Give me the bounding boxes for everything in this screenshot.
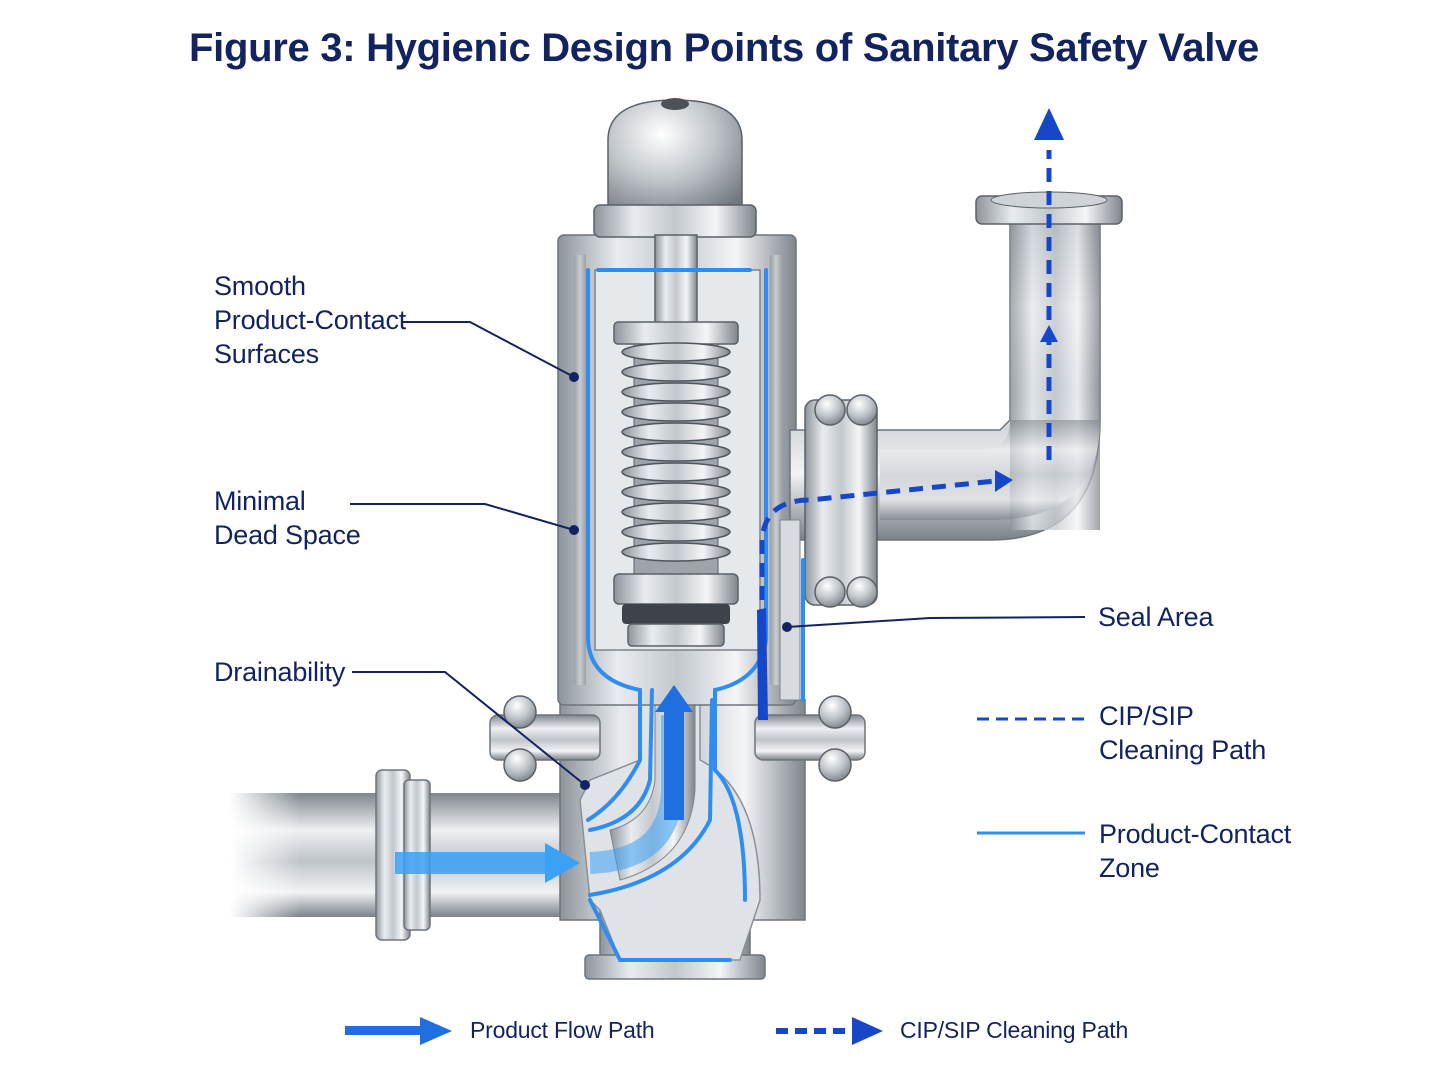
spring-assembly bbox=[613, 321, 739, 647]
figure-title: Figure 3: Hygienic Design Points of Sani… bbox=[189, 26, 1259, 70]
callout-drainability: Drainability bbox=[214, 657, 346, 687]
spring-coil bbox=[621, 362, 731, 382]
cip-arrowheads bbox=[995, 108, 1064, 492]
legend-cip-label: CIP/SIP Cleaning Path bbox=[900, 1017, 1129, 1043]
legend-cip-symbol bbox=[776, 1017, 883, 1045]
key-cip-label: CIP/SIP Cleaning Path bbox=[1099, 701, 1267, 765]
outlet-elbow bbox=[779, 191, 1123, 701]
spring-coil bbox=[621, 522, 731, 542]
seal-marker bbox=[757, 608, 768, 720]
lower-clamp bbox=[489, 695, 866, 782]
legend-product-flow-label: Product Flow Path bbox=[470, 1017, 655, 1043]
callout-minimal-dead-space: Minimal Dead Space bbox=[214, 486, 361, 550]
spring-coil bbox=[621, 462, 731, 482]
callout-smooth-surfaces: Smooth Product-Contact Surfaces bbox=[214, 271, 407, 369]
cip-path bbox=[759, 150, 1052, 600]
leader-lines bbox=[350, 321, 1086, 786]
bonnet-cap bbox=[593, 98, 757, 238]
legend-product-flow-symbol bbox=[345, 1017, 452, 1045]
spring-coil bbox=[621, 542, 731, 562]
key-product-contact-label: Product-Contact Zone bbox=[1099, 819, 1292, 883]
spring-coil bbox=[621, 442, 731, 462]
valve-stem bbox=[654, 234, 698, 331]
spring-coil bbox=[621, 502, 731, 522]
spring-coil bbox=[621, 482, 731, 502]
spring-coil bbox=[621, 422, 731, 442]
product-flow-arrows bbox=[395, 685, 693, 883]
leader-dots bbox=[569, 372, 792, 790]
spring-coil bbox=[621, 382, 731, 402]
spring-coil bbox=[621, 402, 731, 422]
product-contact-lines bbox=[586, 268, 805, 962]
callout-seal-area: Seal Area bbox=[1098, 602, 1214, 632]
spring-coil bbox=[621, 342, 731, 362]
